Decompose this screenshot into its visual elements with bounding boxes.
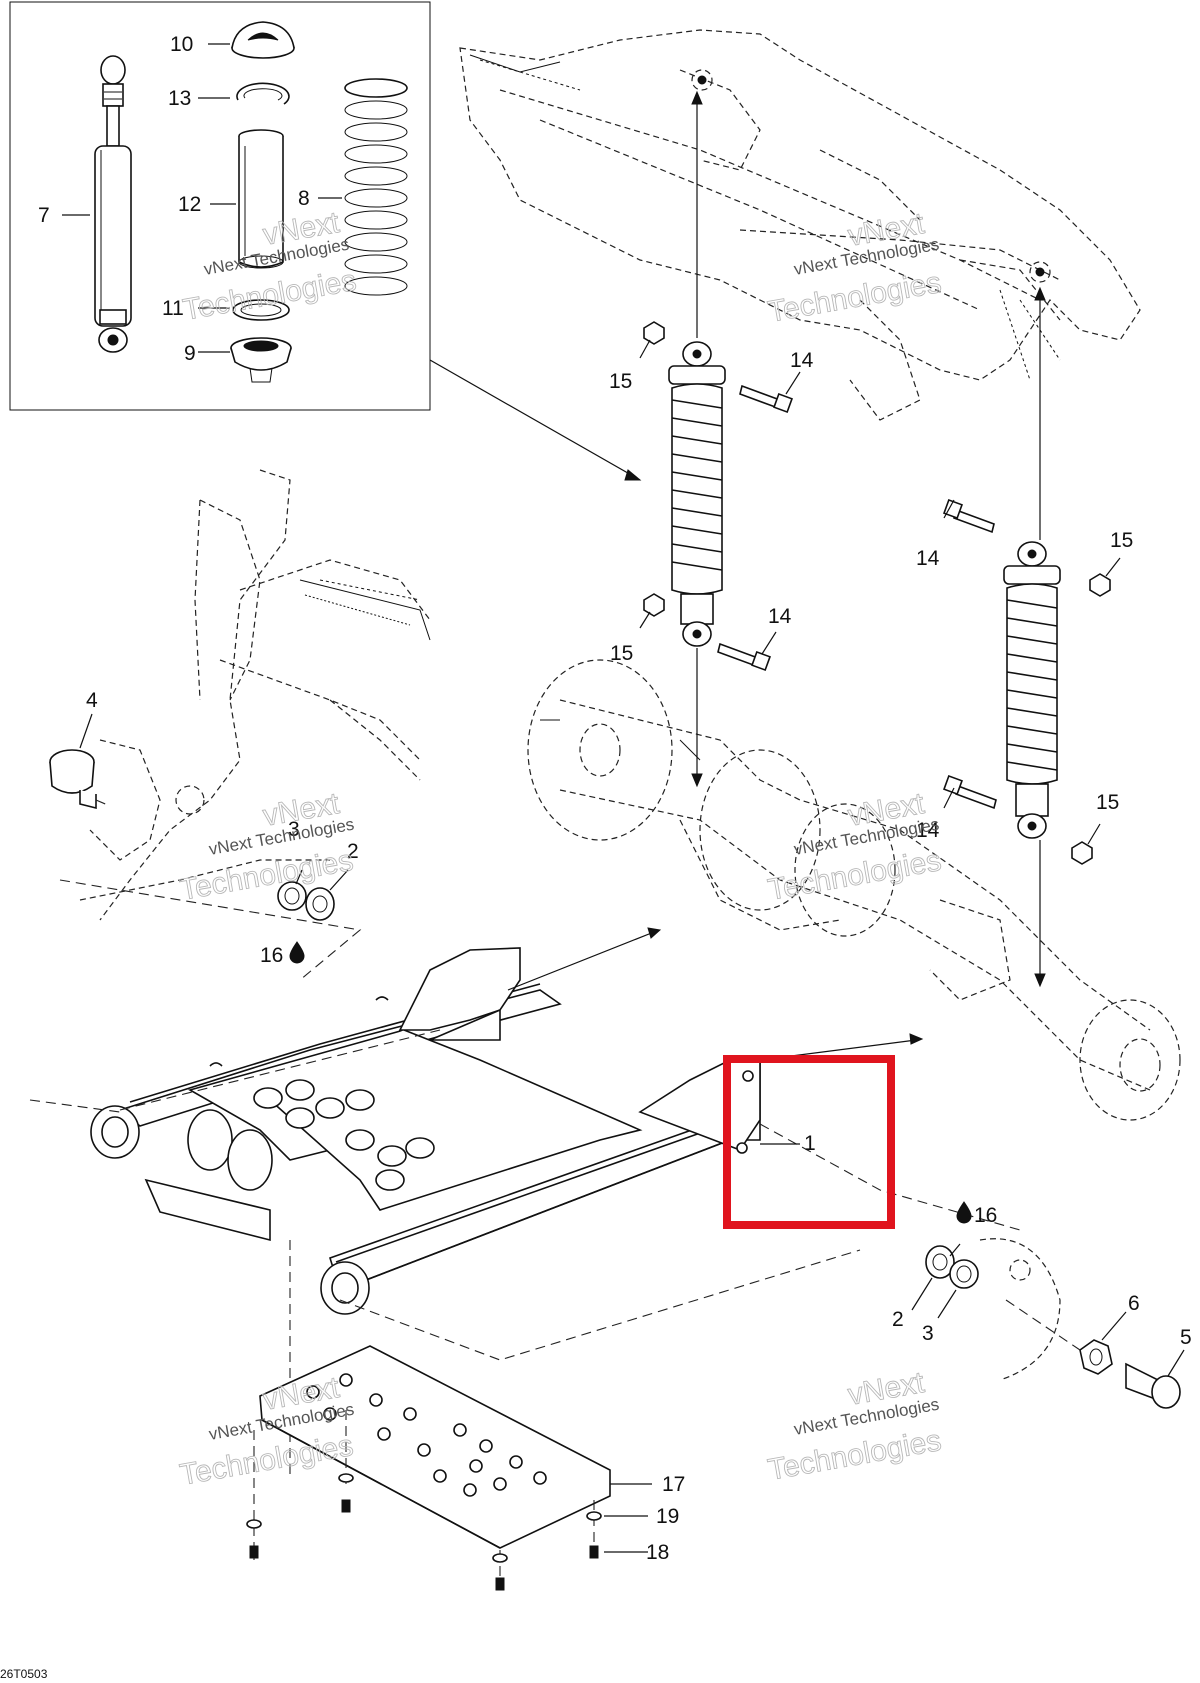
callout-4: 4 (86, 689, 98, 712)
washer-part (232, 299, 290, 321)
bolt-14-upper-left (739, 384, 793, 413)
callout-8: 8 (298, 187, 310, 210)
right-shock-assembly (1003, 541, 1061, 839)
bolt-14-lower-right (943, 775, 997, 810)
callout-5: 5 (1180, 1326, 1192, 1349)
oil-drop-icon (956, 1201, 972, 1224)
callout-1: 1 (804, 1132, 816, 1155)
left-shock-assembly (668, 341, 726, 647)
swing-arm-arrows (507, 927, 924, 1061)
callout-19: 19 (656, 1505, 679, 1528)
nut-15-upper-right (1089, 573, 1111, 597)
callout-12: 12 (178, 193, 201, 216)
callout-14b: 14 (916, 547, 940, 570)
highlight-box (723, 1055, 895, 1229)
tube-sleeve-part (238, 129, 284, 269)
callout-13: 13 (168, 87, 191, 110)
watermark-outline: Technologies (765, 266, 943, 329)
bolt-14-lower-left (717, 642, 771, 671)
shock-damper-part (94, 55, 132, 353)
shock-mount-arrows (691, 90, 1046, 988)
oil-drop-icon (289, 941, 305, 964)
shock-bolts-and-nuts (639, 321, 1121, 865)
coil-spring-part (344, 78, 408, 296)
watermark-outline: Technologies (765, 1424, 943, 1487)
callout-16b: 16 (974, 1204, 997, 1227)
skid-plate-part (259, 1345, 652, 1549)
callout-18: 18 (646, 1541, 669, 1564)
watermark-outline: Technologies (765, 844, 943, 907)
watermark-outline: Technologies (177, 1429, 355, 1492)
right-pivot-hardware (911, 1243, 1185, 1409)
callout-10: 10 (170, 33, 193, 56)
left-pivot-bushings (277, 869, 349, 921)
callout-14c: 14 (768, 605, 792, 628)
callout-9: 9 (184, 342, 196, 365)
shock-components-inset: 7 10 13 12 8 11 9 (9, 1, 431, 411)
bolt-14-upper-right (943, 499, 995, 534)
retaining-clip-part (236, 82, 290, 105)
callout-3a: 3 (288, 818, 300, 841)
swing-arm-part (29, 879, 1021, 1480)
callout-2b: 2 (892, 1308, 904, 1331)
rear-axle-ghost (527, 659, 1181, 1381)
callout-11: 11 (162, 297, 184, 320)
callout-6: 6 (1128, 1292, 1140, 1315)
nut-15-lower-left (643, 593, 665, 617)
callout-2a: 2 (347, 840, 359, 863)
callout-16a: 16 (260, 944, 283, 967)
figure-code: 26T0503 (0, 1667, 48, 1681)
nut-15-lower-right (1071, 841, 1093, 865)
callout-15a: 15 (609, 370, 632, 393)
callout-15d: 15 (1096, 791, 1119, 814)
left-frame-ghost (79, 469, 431, 921)
watermarks: vNext Technologies Technologies vNext vN… (177, 206, 944, 1493)
callout-14a: 14 (790, 349, 814, 372)
callout-7: 7 (38, 204, 50, 227)
spring-cap-part (231, 21, 295, 59)
callout-15c: 15 (610, 642, 633, 665)
inset-reference-arrow (429, 359, 642, 481)
skid-plate-fasteners (246, 1410, 648, 1591)
callout-14d: 14 (916, 819, 940, 842)
callout-3b: 3 (922, 1322, 934, 1345)
bumper-stop-part (49, 713, 111, 810)
callout-15b: 15 (1110, 529, 1133, 552)
nut-15-upper-left (643, 321, 665, 345)
callout-labels: 15 14 14 15 15 14 14 15 4 3 2 16 1 16 2 … (86, 349, 1192, 1564)
callout-17: 17 (662, 1473, 685, 1496)
spring-seat-part (230, 337, 292, 383)
